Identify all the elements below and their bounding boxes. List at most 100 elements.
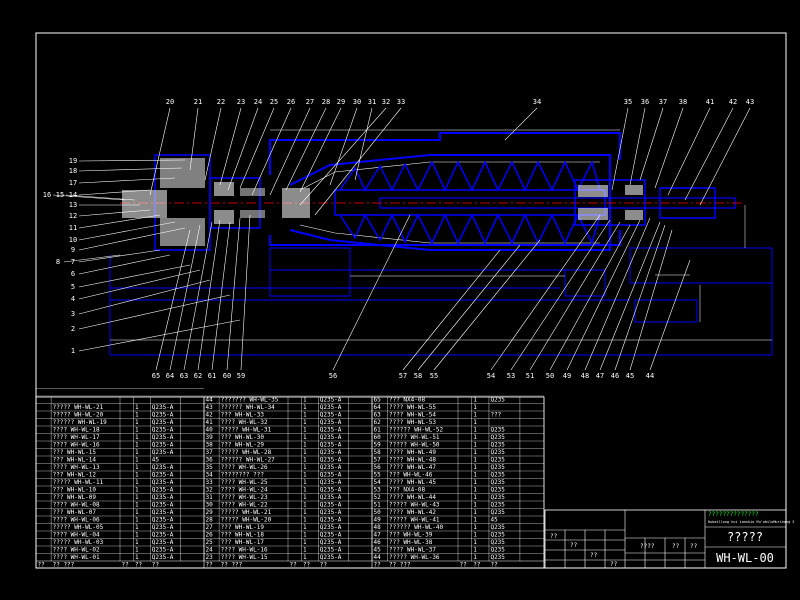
callout-label: 56 <box>329 372 337 380</box>
leader-line <box>251 107 292 196</box>
bom-cell-qty: 1 <box>473 412 477 419</box>
callout-label: 3 <box>71 310 75 318</box>
callout-label: 18 <box>69 167 77 175</box>
bom-cell-mat: Q235 <box>490 427 505 434</box>
gearbox-hatch <box>160 218 205 246</box>
bom-cell-mat: Q235-A <box>152 532 174 539</box>
callout-label: 4 <box>71 295 75 303</box>
leader-line <box>183 221 213 371</box>
motor-support <box>634 299 698 323</box>
bom-cell-mat: Q235-A <box>320 397 342 404</box>
bom-cell-mat: Q235 <box>490 502 505 509</box>
callout-label: 50 <box>546 372 554 380</box>
bom-cell-qty: 1 <box>473 509 477 516</box>
bom-cell-name: ????? WH-WL-50 <box>389 442 440 449</box>
bom-cell-no: 47 <box>374 532 382 539</box>
leader-line <box>667 107 711 196</box>
inner-drum-hatch <box>240 210 265 218</box>
bom-header-code: ?? <box>460 562 468 569</box>
gearbox-hatch <box>160 158 205 188</box>
bom-cell-mat: Q235-A <box>152 419 174 426</box>
title-block: ?????????????? Hubeillong hui ianshio Mu… <box>544 509 794 569</box>
bom-cell-name: ??? WH-WL-30 <box>221 434 265 441</box>
bom-cell-mat: Q235-A <box>152 404 174 411</box>
bom-cell-mat: Q235-A <box>320 457 342 464</box>
callout-label: 53 <box>507 372 515 380</box>
leader-line <box>78 227 186 251</box>
bom-cell-no: 36 <box>206 457 214 464</box>
bom-cell-name: ????? WH-WL-41 <box>389 517 440 524</box>
leader-line <box>549 224 631 371</box>
leader-line <box>155 229 191 371</box>
bom-cell-name: ???? WH-WL-32 <box>221 419 268 426</box>
bom-cell-qty: 1 <box>135 434 139 441</box>
conical-bowl-inner <box>299 224 600 244</box>
bom-header-mat: ?? <box>320 562 328 569</box>
bom-cell-mat: Q235-A <box>152 509 174 516</box>
callout-label: 22 <box>217 98 225 106</box>
bom-header-mat: ?? <box>490 562 498 569</box>
bom-cell-name: ???? WH-WL-48 <box>389 457 436 464</box>
bom-cell-mat: Q235 <box>490 449 505 456</box>
bom-cell-qty: 1 <box>473 517 477 524</box>
bom-cell-mat: Q235-A <box>152 502 174 509</box>
bom-cell-qty: 1 <box>135 412 139 419</box>
title-cell: ?? <box>610 561 618 568</box>
bom-cell-name: ???? WH-WL-22 <box>221 502 268 509</box>
bom-cell-name: ???? WH-WL-54 <box>389 412 436 419</box>
callout-label: 41 <box>706 98 714 106</box>
bom-cell-name: ???? WH-WL-45 <box>389 479 436 486</box>
leader-line <box>239 107 275 189</box>
bom-cell-mat: Q235-A <box>152 487 174 494</box>
leader-line <box>78 269 201 300</box>
callout-label: 46 <box>611 372 619 380</box>
leader-line <box>78 319 241 352</box>
bom-cell-no: 44 <box>206 397 214 404</box>
bom-cell-qty: 1 <box>303 472 307 479</box>
bom-cell-no: 28 <box>206 517 214 524</box>
bom-cell-name: ??? WH-WL-38 <box>389 539 433 546</box>
bom-cell-mat: Q235-A <box>320 547 342 554</box>
leader-line <box>219 107 242 186</box>
leader-line <box>529 221 621 371</box>
title-cell: ?? <box>570 542 578 549</box>
bom-cell-no: 23 <box>206 554 214 561</box>
bom-cell-mat: Q235-A <box>320 442 342 449</box>
leader-line <box>566 219 641 371</box>
left-bearing-hatch <box>214 210 234 224</box>
callout-label: 51 <box>526 372 534 380</box>
bom-cell-qty: 1 <box>303 419 307 426</box>
callout-label: 61 <box>208 372 216 380</box>
bom-cell-no: 61 <box>374 427 382 434</box>
bom-cell-name: ???? WH-WL-23 <box>221 494 268 501</box>
callout-label: 14 <box>69 191 77 199</box>
bom-cell-qty: 1 <box>303 502 307 509</box>
callout-label: 13 <box>69 201 77 209</box>
bom-header-mat: ?? <box>152 562 160 569</box>
bom-cell-mat: Q235-A <box>152 472 174 479</box>
bom-cell-name: ??? WH-WL-09 <box>53 494 97 501</box>
callout-label: 43 <box>746 98 754 106</box>
conical-bowl <box>289 154 611 251</box>
leader-line <box>584 217 651 371</box>
bom-cell-name: ???? WH-WL-16 <box>53 442 100 449</box>
bom-cell-name: ???? WH-WL-25 <box>221 479 268 486</box>
bom-cell-name: ????? WH-WL-36 <box>389 554 440 561</box>
callout-label: 21 <box>194 98 202 106</box>
bom-cell-qty: 1 <box>473 524 477 531</box>
bom-cell-name: ??? NX4-08 <box>389 397 426 404</box>
bom-cell-no: 27 <box>206 524 214 531</box>
bom-header-no: ?? <box>38 562 46 569</box>
bom-cell-qty: 1 <box>303 517 307 524</box>
bom-cell-qty: 1 <box>473 434 477 441</box>
callout-label: 10 <box>69 236 77 244</box>
bom-cell-mat: Q235-A <box>152 412 174 419</box>
bom-cell-mat: Q235-A <box>320 502 342 509</box>
bom-cell-name: ????? WH-WL-05 <box>53 524 104 531</box>
bearing-pedestal <box>564 269 606 297</box>
leader-line <box>510 219 611 371</box>
bom-cell-qty: 1 <box>303 479 307 486</box>
bom-cell-qty: 1 <box>135 479 139 486</box>
